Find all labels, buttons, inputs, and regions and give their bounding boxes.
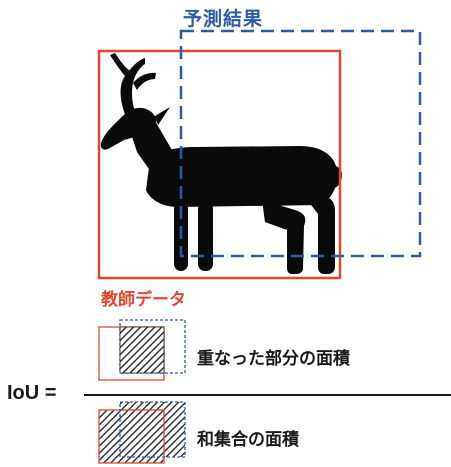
deer-icon bbox=[100, 53, 342, 274]
numerator-text: 重なった部分の面積 bbox=[197, 349, 350, 369]
denominator-text: 和集合の面積 bbox=[197, 430, 299, 450]
ground-truth-label: 教師データ bbox=[101, 290, 186, 310]
prediction-box bbox=[179, 29, 422, 258]
prediction-label: 予測結果 bbox=[183, 8, 264, 30]
union-area-icon bbox=[98, 401, 186, 464]
intersection-area-icon bbox=[98, 319, 186, 381]
ground-truth-box bbox=[97, 49, 342, 280]
iou-equals-label: IoU = bbox=[7, 382, 57, 404]
